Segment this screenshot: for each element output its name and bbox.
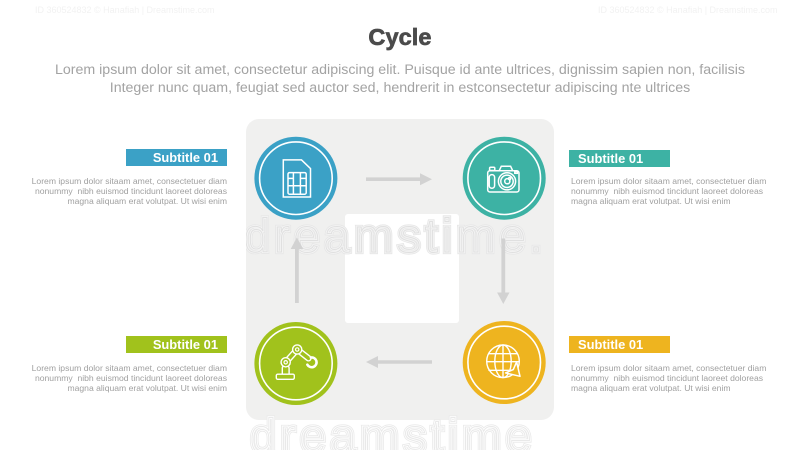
svg-text:dreamstime: dreamstime [250,409,536,450]
svg-text:dreamstime: dreamstime [250,409,536,450]
svg-text:dreamstime: dreamstime [250,409,536,450]
